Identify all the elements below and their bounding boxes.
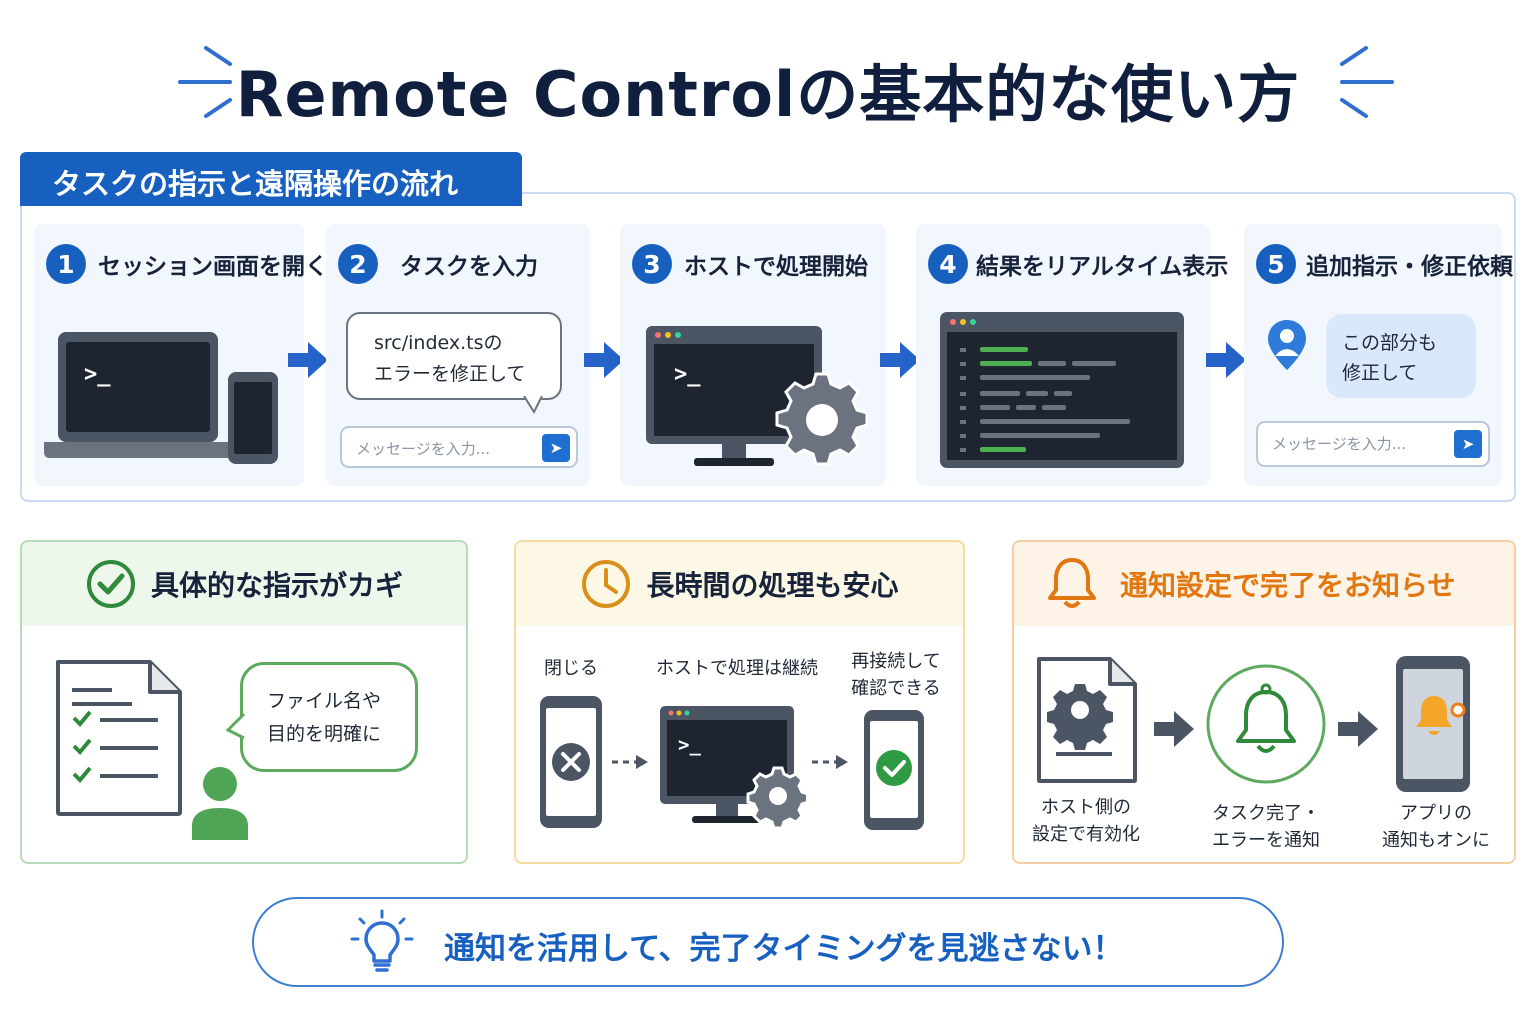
bubble-line: エラーを修正して <box>374 363 526 385</box>
lightbulb-icon <box>350 909 414 972</box>
accent-lines-left-icon <box>178 46 232 118</box>
arrow-right-icon <box>288 342 328 378</box>
clock-icon <box>582 560 631 608</box>
arrow-right-dark-icon <box>1154 711 1194 747</box>
card-title: 通知設定で完了をお知らせ <box>1120 569 1456 602</box>
caption-line: タスク完了・ <box>1212 803 1320 824</box>
host-monitor-gear-icon <box>660 706 806 828</box>
step-number: 2 <box>338 244 378 284</box>
step-label: 追加指示・修正依頼 <box>1306 254 1513 280</box>
advice-speech-bubble: ファイル名や 目的を明確に <box>240 662 418 772</box>
dashed-arrow-icon <box>812 755 848 769</box>
step-number: 3 <box>632 244 672 284</box>
terminal-prompt: >_ <box>678 734 701 756</box>
tip-banner: 通知を活用して、完了タイミングを見逃さない！ <box>252 897 1284 987</box>
caption-line: エラーを通知 <box>1212 830 1320 851</box>
page-title: Remote Controlの基本的な使い方 <box>235 58 1301 131</box>
step-label: ホストで処理開始 <box>684 254 868 280</box>
bubble-line: 目的を明確に <box>267 723 382 745</box>
input-placeholder: メッセージを入力... <box>1272 435 1407 453</box>
bubble-tail-icon <box>523 396 543 415</box>
phone-reconnected-icon <box>864 710 924 830</box>
terminal-prompt: >_ <box>674 362 701 387</box>
task-speech-bubble: src/index.tsの エラーを修正して <box>346 312 562 400</box>
caption-line: 確認できる <box>851 678 941 699</box>
phone-closed-icon <box>540 696 602 828</box>
caption-line: 再接続して <box>851 651 941 672</box>
card-title: 長時間の処理も安心 <box>646 569 899 602</box>
caption-line: アプリの <box>1400 803 1472 824</box>
step-number: 4 <box>928 244 968 284</box>
arrow-right-dark-icon <box>1338 711 1378 747</box>
bubble-line: 修正して <box>1342 362 1418 384</box>
bubble-line: src/index.tsの <box>374 332 503 354</box>
dashed-arrow-icon <box>612 755 648 769</box>
bubble-line: ファイル名や <box>267 690 382 712</box>
message-input[interactable]: メッセージを入力... ➤ <box>340 426 578 468</box>
step-number: 1 <box>46 244 86 284</box>
arrow-right-icon <box>1206 342 1246 378</box>
accent-lines-right-icon <box>1340 46 1394 118</box>
bell-ring-circle-icon <box>1206 664 1326 784</box>
arrow-right-icon <box>584 342 624 378</box>
stage-caption: 閉じる <box>544 658 598 679</box>
laptop-and-phone-icon <box>44 332 278 464</box>
send-icon: ➤ <box>549 439 563 457</box>
send-button[interactable]: ➤ <box>542 434 570 462</box>
terminal-output-window-icon <box>940 312 1184 468</box>
step-label: セッション画面を開く <box>98 254 328 280</box>
flow-section-label: タスクの指示と遠隔操作の流れ <box>20 152 522 206</box>
user-icon <box>1268 320 1306 370</box>
stage-caption: ホストで処理は継続 <box>656 658 818 679</box>
monitor-with-gear-icon <box>646 326 868 466</box>
title-area: Remote Controlの基本的な使い方 <box>0 30 1536 131</box>
send-icon: ➤ <box>1461 435 1475 453</box>
stage-caption: 再接続して 確認できる <box>844 648 948 702</box>
settings-document-icon <box>1037 657 1137 783</box>
phone-notification-icon <box>1396 656 1470 792</box>
bell-icon <box>1048 558 1096 608</box>
step-label: 結果をリアルタイム表示 <box>976 254 1229 280</box>
terminal-prompt: >_ <box>84 362 111 387</box>
banner-text: 通知を活用して、完了タイミングを見逃さない！ <box>444 931 1124 967</box>
send-button[interactable]: ➤ <box>1454 430 1482 458</box>
stage-caption: ホスト側の 設定で有効化 <box>1020 794 1152 848</box>
arrow-right-icon <box>880 342 920 378</box>
checklist-document-icon <box>56 660 182 816</box>
person-icon <box>192 767 248 840</box>
step-label: タスクを入力 <box>400 254 538 280</box>
request-speech-bubble: この部分も 修正して <box>1326 314 1476 398</box>
message-input[interactable]: メッセージを入力... ➤ <box>1256 421 1490 467</box>
check-circle-icon <box>86 560 135 608</box>
input-placeholder: メッセージを入力... <box>356 440 491 458</box>
caption-line: ホスト側の <box>1041 797 1131 818</box>
card-title: 具体的な指示がカギ <box>150 569 403 602</box>
stage-caption: アプリの 通知もオンに <box>1370 800 1502 854</box>
bubble-line: この部分も <box>1342 332 1438 354</box>
stage-caption: タスク完了・ エラーを通知 <box>1200 800 1332 854</box>
caption-line: 設定で有効化 <box>1032 824 1140 845</box>
step-number: 5 <box>1256 244 1296 284</box>
bubble-tail-icon <box>226 712 246 740</box>
caption-line: 通知もオンに <box>1382 830 1490 851</box>
